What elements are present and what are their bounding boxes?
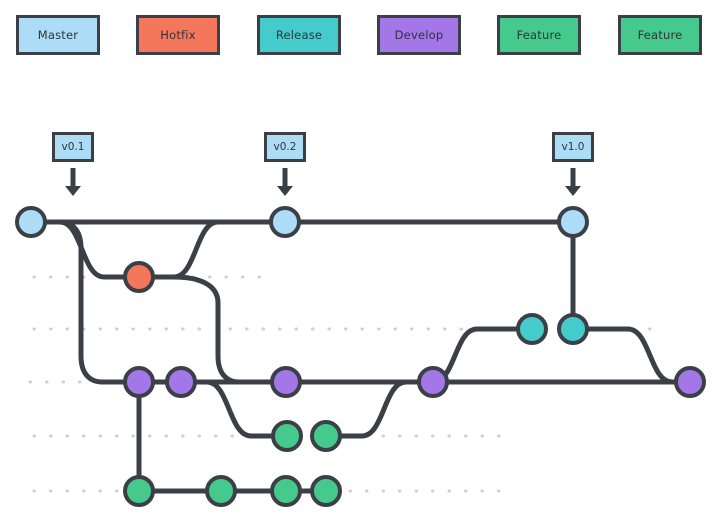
commit-nodes — [15, 206, 706, 507]
commit-node-hotfix-h1[interactable] — [123, 261, 155, 293]
legend-item-hotfix-1[interactable]: Hotfix — [136, 15, 220, 55]
edge-master-to-develop-trunk — [57, 219, 142, 385]
commit-node-master-m1[interactable] — [15, 206, 47, 238]
commit-node-develop-d1[interactable] — [123, 366, 155, 398]
commit-node-develop-d4[interactable] — [417, 366, 449, 398]
version-tag-label: v0.1 — [61, 141, 85, 153]
edge-develop-to-release — [430, 326, 535, 385]
version-tag-label: v1.0 — [561, 141, 585, 153]
commit-node-develop-d3[interactable] — [270, 366, 302, 398]
version-tag-v0-1[interactable]: v0.1 — [52, 132, 94, 162]
tag-arrow-head-v0-1 — [65, 186, 81, 196]
legend-item-label: Hotfix — [160, 28, 196, 42]
legend-item-release-2[interactable]: Release — [257, 15, 341, 55]
lane-guide-lines — [28, 275, 662, 493]
branch-edges — [28, 219, 693, 494]
commit-node-develop-d2[interactable] — [165, 366, 197, 398]
version-tag-label: v0.2 — [273, 141, 297, 153]
commit-node-develop-d5[interactable] — [674, 366, 706, 398]
commit-node-release-r1[interactable] — [516, 313, 548, 345]
legend-item-label: Feature — [637, 28, 683, 42]
legend-item-feature-5[interactable]: Feature — [618, 15, 702, 55]
legend-item-feature-4[interactable]: Feature — [497, 15, 581, 55]
commit-node-feature-2-g1[interactable] — [123, 475, 155, 507]
legend-item-label: Feature — [516, 28, 562, 42]
legend-item-master-0[interactable]: Master — [16, 15, 100, 55]
tag-arrows — [65, 168, 581, 196]
commit-node-master-m3[interactable] — [557, 206, 589, 238]
legend-item-label: Release — [275, 28, 323, 42]
version-tag-v0-2[interactable]: v0.2 — [264, 132, 306, 162]
edge-release-to-develop — [570, 326, 675, 385]
commit-node-release-r2[interactable] — [557, 313, 589, 345]
tag-arrow-head-v0-2 — [277, 186, 293, 196]
commit-node-feature-2-g4[interactable] — [310, 475, 342, 507]
tag-arrow-head-v1-0 — [565, 186, 581, 196]
commit-node-master-m2[interactable] — [269, 206, 301, 238]
edge-feature1-to-develop — [323, 379, 409, 439]
branch-legend: Master Hotfix Release Develop Feature Feature — [0, 0, 722, 80]
commit-node-feature-1-f2[interactable] — [310, 420, 342, 452]
commit-node-feature-2-g3[interactable] — [270, 475, 302, 507]
version-tag-v1-0[interactable]: v1.0 — [552, 132, 594, 162]
edge-develop-to-feature1 — [204, 379, 290, 439]
commit-node-feature-1-f1[interactable] — [271, 420, 303, 452]
legend-item-label: Develop — [394, 28, 444, 42]
legend-item-develop-3[interactable]: Develop — [377, 15, 461, 55]
legend-item-label: Master — [37, 28, 79, 42]
commit-node-feature-2-g2[interactable] — [205, 475, 237, 507]
